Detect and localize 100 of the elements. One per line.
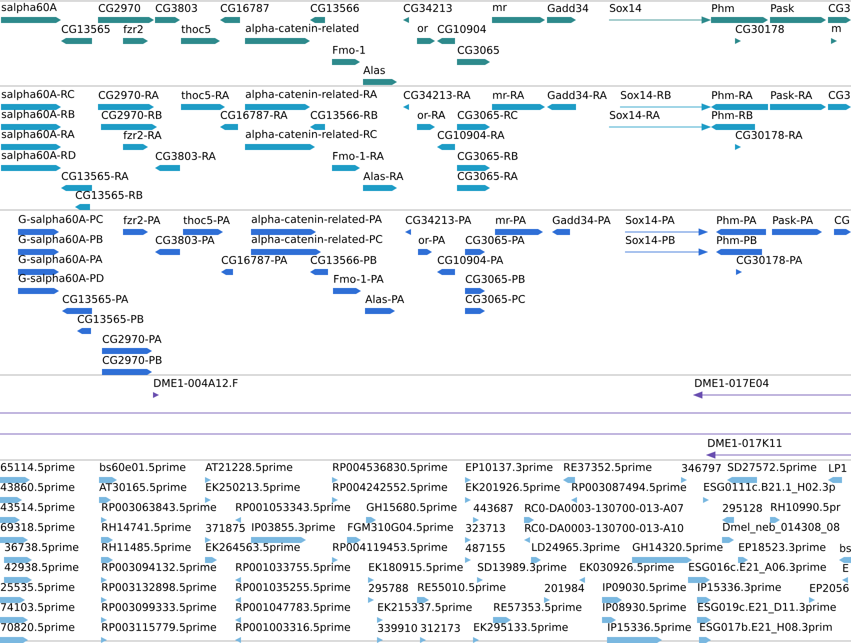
feature-label: thoc5-PA	[183, 216, 230, 224]
feature-label: Phm-PB	[717, 236, 756, 244]
feature-label: 65114.5prime	[0, 462, 74, 474]
feature-label: CG10904-RA	[438, 131, 504, 140]
feature-label: RH10990.5pr	[771, 502, 840, 514]
feature-label: 36738.5prime	[5, 542, 78, 554]
feature-label: IP15336.5prime	[608, 622, 691, 634]
feature-label: DME1-017K11	[708, 439, 782, 448]
feature-label: salpha60A-RA	[2, 130, 75, 140]
feature-label: RC0-DA0003-130700-013-A07	[525, 504, 683, 512]
feature-label: Pask-PA	[773, 216, 813, 224]
feature-label: Gadd34-RA	[548, 90, 607, 100]
feature-label: EP2056	[810, 584, 849, 592]
feature-label: mr	[493, 5, 507, 11]
feature-label: RE55010.5prime	[418, 582, 506, 594]
feature-label: 42938.5prime	[4, 562, 78, 574]
feature-label: Sox14-RA	[610, 111, 660, 120]
feature-label: Phm-PA	[717, 216, 756, 224]
feature-label: RP003063843.5prime	[102, 502, 216, 514]
feature-label: LP1	[829, 464, 846, 472]
feature-label: RC0-DA0003-130700-013-A10	[525, 524, 684, 532]
feature-label: 339910	[378, 624, 417, 632]
feature-label: Alas-PA	[365, 294, 404, 304]
feature-label: CG13565-PA	[62, 295, 128, 304]
feature-label: CG3803-RA	[156, 152, 216, 160]
feature-label: CG3	[828, 4, 850, 12]
feature-label: mr-RA	[493, 91, 524, 99]
feature-label: Sox14-PB	[626, 236, 675, 244]
feature-label: ESG019c.E21_D11.3prime	[698, 602, 836, 614]
feature-label: CG3065-PC	[466, 295, 525, 304]
feature-label: 201984	[545, 584, 584, 592]
feature-label: EK201926.5prime	[466, 482, 560, 494]
feature-label: CG2970-PB	[102, 356, 162, 364]
feature-label: bs	[840, 544, 851, 552]
feature-label: IP08930.5prime	[603, 602, 686, 614]
feature-label: G-salpha60A-PB	[18, 234, 102, 246]
feature-label: alpha-catenin-related-RA	[246, 90, 378, 100]
feature-label: EK030926.5prime	[580, 562, 674, 574]
feature-label: AT30165.5prime	[99, 482, 186, 494]
feature-label: fzr2-PA	[123, 216, 160, 224]
feature-label: CG	[834, 216, 849, 224]
feature-label: Phm-RA	[712, 90, 753, 100]
feature-label: Sox14-RB	[620, 91, 671, 100]
feature-label: CG13565-RB	[76, 191, 142, 200]
feature-label: CG3065-RA	[458, 172, 518, 180]
feature-label: Sox14	[610, 4, 642, 12]
feature-label: 371875	[206, 524, 245, 532]
feature-label: EK180915.5prime	[369, 562, 463, 574]
feature-label: RP001033755.5prime	[236, 562, 350, 574]
feature-label: salpha60A	[2, 2, 57, 14]
feature-label: EP18523.3prime	[739, 542, 826, 554]
feature-label: 74103.5prime	[1, 602, 74, 614]
feature-label: salpha60A-RC	[2, 90, 74, 100]
feature-label: 487155	[466, 544, 505, 552]
feature-label: AT21228.5prime	[205, 462, 292, 474]
feature-label: CG3065-RB	[458, 152, 518, 160]
feature-label: CG30178-RA	[736, 131, 802, 140]
feature-label: RP004242552.5prime	[333, 482, 448, 494]
feature-label: CG13566	[310, 4, 359, 12]
feature-label: CG13565-PB	[78, 315, 144, 324]
feature-label: E	[843, 564, 848, 572]
feature-label: CG13565	[62, 25, 110, 34]
feature-label: or-PA	[418, 236, 446, 244]
feature-label: fzr2	[123, 24, 143, 34]
feature-label: RH11485.5prime	[102, 542, 191, 554]
feature-label: Pask	[771, 4, 794, 12]
feature-label: SD27572.5prime	[728, 462, 816, 474]
feature-label: G-salpha60A-PA	[18, 254, 102, 266]
feature-label: RP004536830.5prime	[333, 462, 448, 474]
feature-label: CG16787-RA	[220, 111, 288, 120]
feature-label: ESG017b.E21_H08.3prim	[700, 622, 832, 634]
feature-label: CG3803-PA	[156, 236, 214, 244]
feature-label: EK264563.5prime	[206, 542, 300, 554]
feature-label: alpha-catenin-related-PA	[252, 214, 382, 226]
feature-label: Dmel_neb_014308_08	[723, 522, 840, 534]
feature-label: GH14320.5prime	[632, 542, 723, 554]
feature-label: CG2970-RB	[102, 111, 162, 120]
feature-label: Alas-RA	[363, 172, 404, 180]
feature-label: RE37352.5prime	[564, 462, 652, 474]
feature-label: 25535.5prime	[0, 582, 74, 594]
feature-label: 312173	[421, 624, 460, 632]
feature-label: CG3065-RC	[458, 111, 518, 120]
feature-label: 323713	[466, 524, 505, 532]
feature-label: RP003094132.5prime	[102, 562, 216, 574]
feature-label: FGM310G04.5prime	[348, 522, 454, 534]
feature-label: RP004119453.5prime	[333, 542, 448, 554]
feature-label: RP001003316.5prime	[236, 622, 350, 634]
feature-label: 70820.5prime	[1, 622, 74, 634]
feature-label: Fmo-1-PA	[334, 275, 384, 283]
feature-label: DME1-004A12.F	[154, 379, 238, 388]
feature-label: RP003099333.5prime	[102, 602, 216, 614]
feature-label: CG16787-PA	[222, 256, 288, 264]
feature-label: CG30178-PA	[736, 256, 802, 264]
feature-label: CG16787	[220, 4, 269, 12]
feature-label: Fmo-1-RA	[333, 152, 384, 160]
feature-label: 443687	[474, 504, 513, 512]
feature-label: RP003132898.5prime	[102, 582, 216, 594]
feature-label: Sox14-PA	[626, 216, 675, 224]
feature-label: CG13565-RA	[62, 172, 128, 180]
feature-label: CG3065	[458, 46, 499, 54]
